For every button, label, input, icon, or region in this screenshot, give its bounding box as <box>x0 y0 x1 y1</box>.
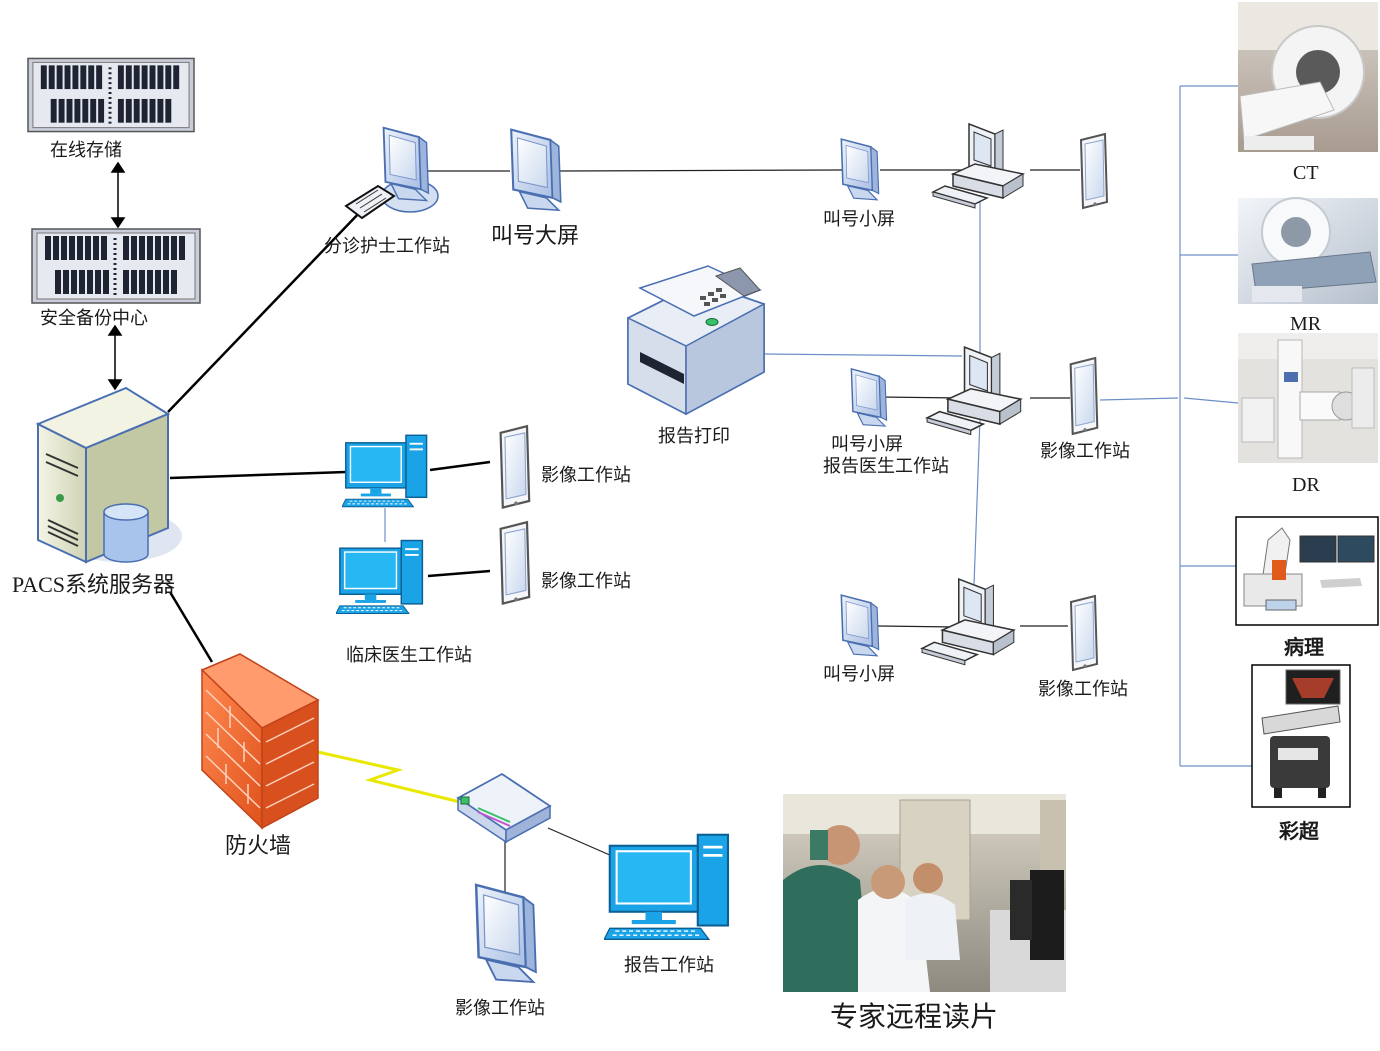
call-small-screen-2-icon <box>850 368 888 427</box>
clinical-pc-2-icon <box>336 539 424 615</box>
imaging-ws-mid-1-label: 影像工作站 <box>541 465 631 486</box>
online-storage-label: 在线存储 <box>50 140 122 161</box>
backup-storage-rack-icon <box>31 228 201 304</box>
workstation-bottom-desktop-icon <box>921 578 1015 666</box>
clinical-doctor-label: 临床医生工作站 <box>346 645 472 666</box>
laser-printer-icon <box>627 265 765 416</box>
triage-nurse-workstation-icon <box>344 126 439 220</box>
big-screen-label: 叫号大屏 <box>491 224 580 249</box>
backbone-links <box>167 209 491 663</box>
expert-reading-label: 专家远程读片 <box>830 1000 999 1033</box>
expert-reading-photo <box>783 794 1066 992</box>
workstation-top-desktop-icon <box>932 123 1024 209</box>
pacs-server-label: PACS系统服务器 <box>12 572 176 597</box>
report-doctor-desktop-icon <box>926 346 1022 436</box>
remote-imaging-ws-label: 影像工作站 <box>455 998 545 1019</box>
mr-scanner-image <box>1238 197 1378 304</box>
lan-links <box>384 85 1254 767</box>
modality-dr-label: DR <box>1292 474 1320 496</box>
remote-report-pc-icon <box>604 833 730 941</box>
clinical-tablet-1-icon <box>499 424 531 510</box>
pacs-server-tower-icon <box>35 386 182 564</box>
firewall-brick-icon <box>200 653 320 830</box>
remote-imaging-monitor-icon <box>474 883 538 984</box>
firewall-label: 防火墙 <box>225 834 292 859</box>
device-links <box>425 169 1080 895</box>
report-doctor-label: 报告医生工作站 <box>823 456 949 477</box>
remote-report-ws-label: 报告工作站 <box>624 955 714 976</box>
report-print-label: 报告打印 <box>658 426 730 447</box>
modality-ultrasound-label: 彩超 <box>1279 819 1319 843</box>
modality-ct-label: CT <box>1293 162 1319 184</box>
ct-scanner-image <box>1238 2 1378 152</box>
network-router-icon <box>456 772 552 844</box>
dr-machine-image <box>1238 333 1378 463</box>
triage-nurse-label: 分诊护士工作站 <box>324 236 450 257</box>
small-screen-3-label: 叫号小屏 <box>823 664 895 685</box>
imaging-ws-right-2-label: 影像工作站 <box>1038 679 1128 700</box>
clinical-tablet-2-icon <box>499 520 531 605</box>
call-small-screen-1-icon <box>840 138 880 201</box>
imaging-ws-right-1-label: 影像工作站 <box>1040 441 1130 462</box>
big-screen-monitor-icon <box>510 128 562 212</box>
imaging-tablet-bottom-icon <box>1069 594 1099 672</box>
small-screen-2-label: 叫号小屏 <box>831 434 903 455</box>
modality-pathology-label: 病理 <box>1284 635 1324 659</box>
modality-mr-label: MR <box>1290 313 1322 335</box>
pathology-microscope-image <box>1235 516 1379 626</box>
small-screen-1-label: 叫号小屏 <box>823 209 895 230</box>
storage-arrows <box>107 161 126 391</box>
imaging-ws-mid-2-label: 影像工作站 <box>541 571 631 592</box>
wan-lightning-link <box>317 750 461 804</box>
clinical-pc-1-icon <box>342 434 428 508</box>
online-storage-rack-icon <box>27 57 195 133</box>
tablet-top-icon <box>1079 132 1109 210</box>
ultrasound-machine-image <box>1251 664 1351 808</box>
imaging-tablet-mid-icon <box>1069 356 1099 435</box>
backup-center-label: 安全备份中心 <box>40 308 148 329</box>
call-small-screen-3-icon <box>840 594 880 657</box>
